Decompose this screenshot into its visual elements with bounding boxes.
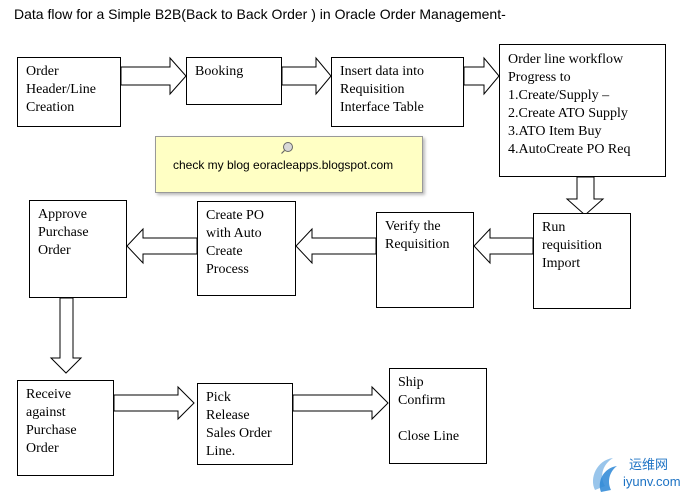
- box-approve-purchase-order: Approve Purchase Order: [29, 200, 127, 298]
- arrow-pick-to-ship: [292, 385, 389, 421]
- watermark-url: iyunv.com: [623, 474, 681, 489]
- arrow-booking-to-insert: [281, 56, 332, 96]
- box-order-header-line-creation: Order Header/Line Creation: [17, 57, 121, 127]
- watermark-cn: 运维网: [629, 458, 669, 473]
- watermark-logo-icon: [593, 458, 617, 492]
- arrow-verify-to-createpo: [295, 227, 377, 265]
- diagram-title: Data flow for a Simple B2B(Back to Back …: [14, 6, 506, 22]
- box-order-line-workflow: Order line workflow Progress to 1.Create…: [499, 44, 666, 177]
- box-receive-purchase-order: Receive against Purchase Order: [17, 380, 114, 476]
- arrow-approve-to-receive: [49, 297, 83, 374]
- arrow-order-to-booking: [120, 56, 187, 96]
- blog-note: check my blog eoracleapps.blogspot.com: [155, 136, 423, 193]
- box-run-requisition-import: Run requisition Import: [533, 213, 631, 309]
- blog-note-text: check my blog eoracleapps.blogspot.com: [173, 158, 394, 172]
- box-verify-requisition: Verify the Requisition: [376, 212, 474, 308]
- box-create-po-auto-create: Create PO with Auto Create Process: [197, 201, 296, 296]
- arrow-workflow-to-run: [565, 176, 605, 216]
- watermark: 运维网 iyunv.com: [585, 450, 695, 500]
- box-insert-requisition-interface: Insert data into Requisition Interface T…: [331, 57, 464, 127]
- arrow-insert-to-workflow: [463, 56, 500, 96]
- arrow-createpo-to-approve: [126, 227, 198, 265]
- box-ship-confirm-close-line: Ship Confirm Close Line: [389, 368, 487, 464]
- pin-icon: [281, 142, 293, 154]
- arrow-run-to-verify: [473, 227, 534, 265]
- box-booking: Booking: [186, 57, 282, 105]
- box-pick-release-sales-order: Pick Release Sales Order Line.: [197, 383, 293, 465]
- arrow-receive-to-pick: [113, 385, 195, 421]
